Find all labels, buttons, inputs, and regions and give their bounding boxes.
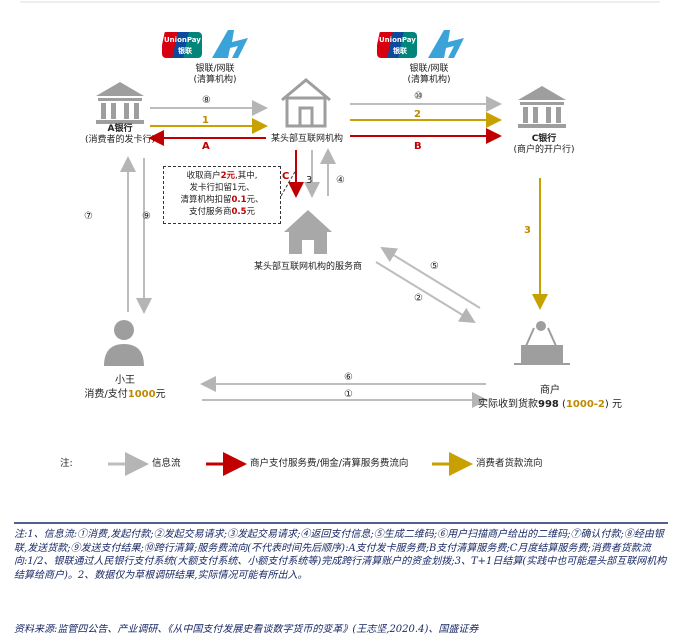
flow-label-1-gold: 1 — [202, 115, 209, 126]
merchant-icon — [514, 321, 570, 365]
flow-label-2: ② — [414, 293, 423, 304]
bank-a-label: A银行(消费者的发卡行) — [84, 124, 156, 145]
unionpay-logo-right: UnionPay 银联 — [377, 32, 417, 58]
house-icon-service — [284, 210, 332, 254]
legend-fee-label: 商户支付服务费/佣金/清算服务费流向 — [250, 458, 409, 469]
flow-label-2-gold: 2 — [414, 109, 421, 120]
source-text: 资料来源:监管四公告、产业调研、《从中国支付发展史看谈数字货币的变革》(王志坚,… — [14, 624, 479, 635]
unionpay-right-label: 银联/网联(清算机构) — [407, 64, 451, 85]
flow-label-B: B — [414, 141, 422, 152]
flow-label-7: ⑦ — [84, 211, 93, 222]
flow-label-3-gold: 3 — [524, 225, 531, 236]
flow-label-A: A — [202, 141, 210, 152]
bank-c-icon — [518, 86, 566, 128]
arrow-2 — [375, 261, 476, 324]
unionpay-left-label: 银联/网联(清算机构) — [193, 64, 237, 85]
wanglian-logo-left — [208, 28, 256, 60]
flow-label-C: C — [282, 171, 290, 182]
flow-label-6: ⑥ — [344, 372, 353, 383]
house-icon-head — [281, 78, 331, 128]
flow-label-3-mid: 3 — [306, 175, 313, 186]
legend-info-label: 信息流 — [152, 458, 181, 469]
legend-payment-label: 消费者货款流向 — [476, 458, 543, 469]
flow-label-5: ⑤ — [430, 261, 439, 272]
head-institution-label: 某头部互联网机构 — [270, 134, 343, 144]
merchant-label: 商户 实际收到货款998 (1000-2) 元 — [477, 385, 622, 410]
flow-label-8: ⑧ — [202, 95, 211, 106]
flow-label-4: ④ — [336, 175, 345, 186]
bank-a-icon — [96, 82, 144, 124]
legend-title: 注: — [60, 458, 73, 469]
flow-label-10: ⑩ — [414, 91, 423, 102]
person-icon — [104, 320, 144, 366]
unionpay-logo-left: UnionPay 银联 — [162, 32, 202, 58]
flow-label-9: ⑨ — [142, 211, 151, 222]
service-provider-label: 某头部互联网机构的服务商 — [253, 262, 362, 272]
footnote-text: 注:1、信息流:①消费,发起付款;②发起交易请求;③发起交易请求;④返回支付信息… — [14, 529, 667, 581]
fee-breakdown-box: 收取商户2元,其中, 发卡行扣留1元、 清算机构扣留0.1元、 支付服务商0.5… — [163, 166, 281, 224]
consumer-label: 小王 消费/支付1000元 — [84, 375, 166, 400]
wanglian-logo-right — [424, 28, 472, 60]
arrow-5 — [380, 246, 481, 309]
bank-c-label: C银行(商户的开户行) — [513, 134, 575, 155]
flow-label-1-bottom: ① — [344, 389, 353, 400]
